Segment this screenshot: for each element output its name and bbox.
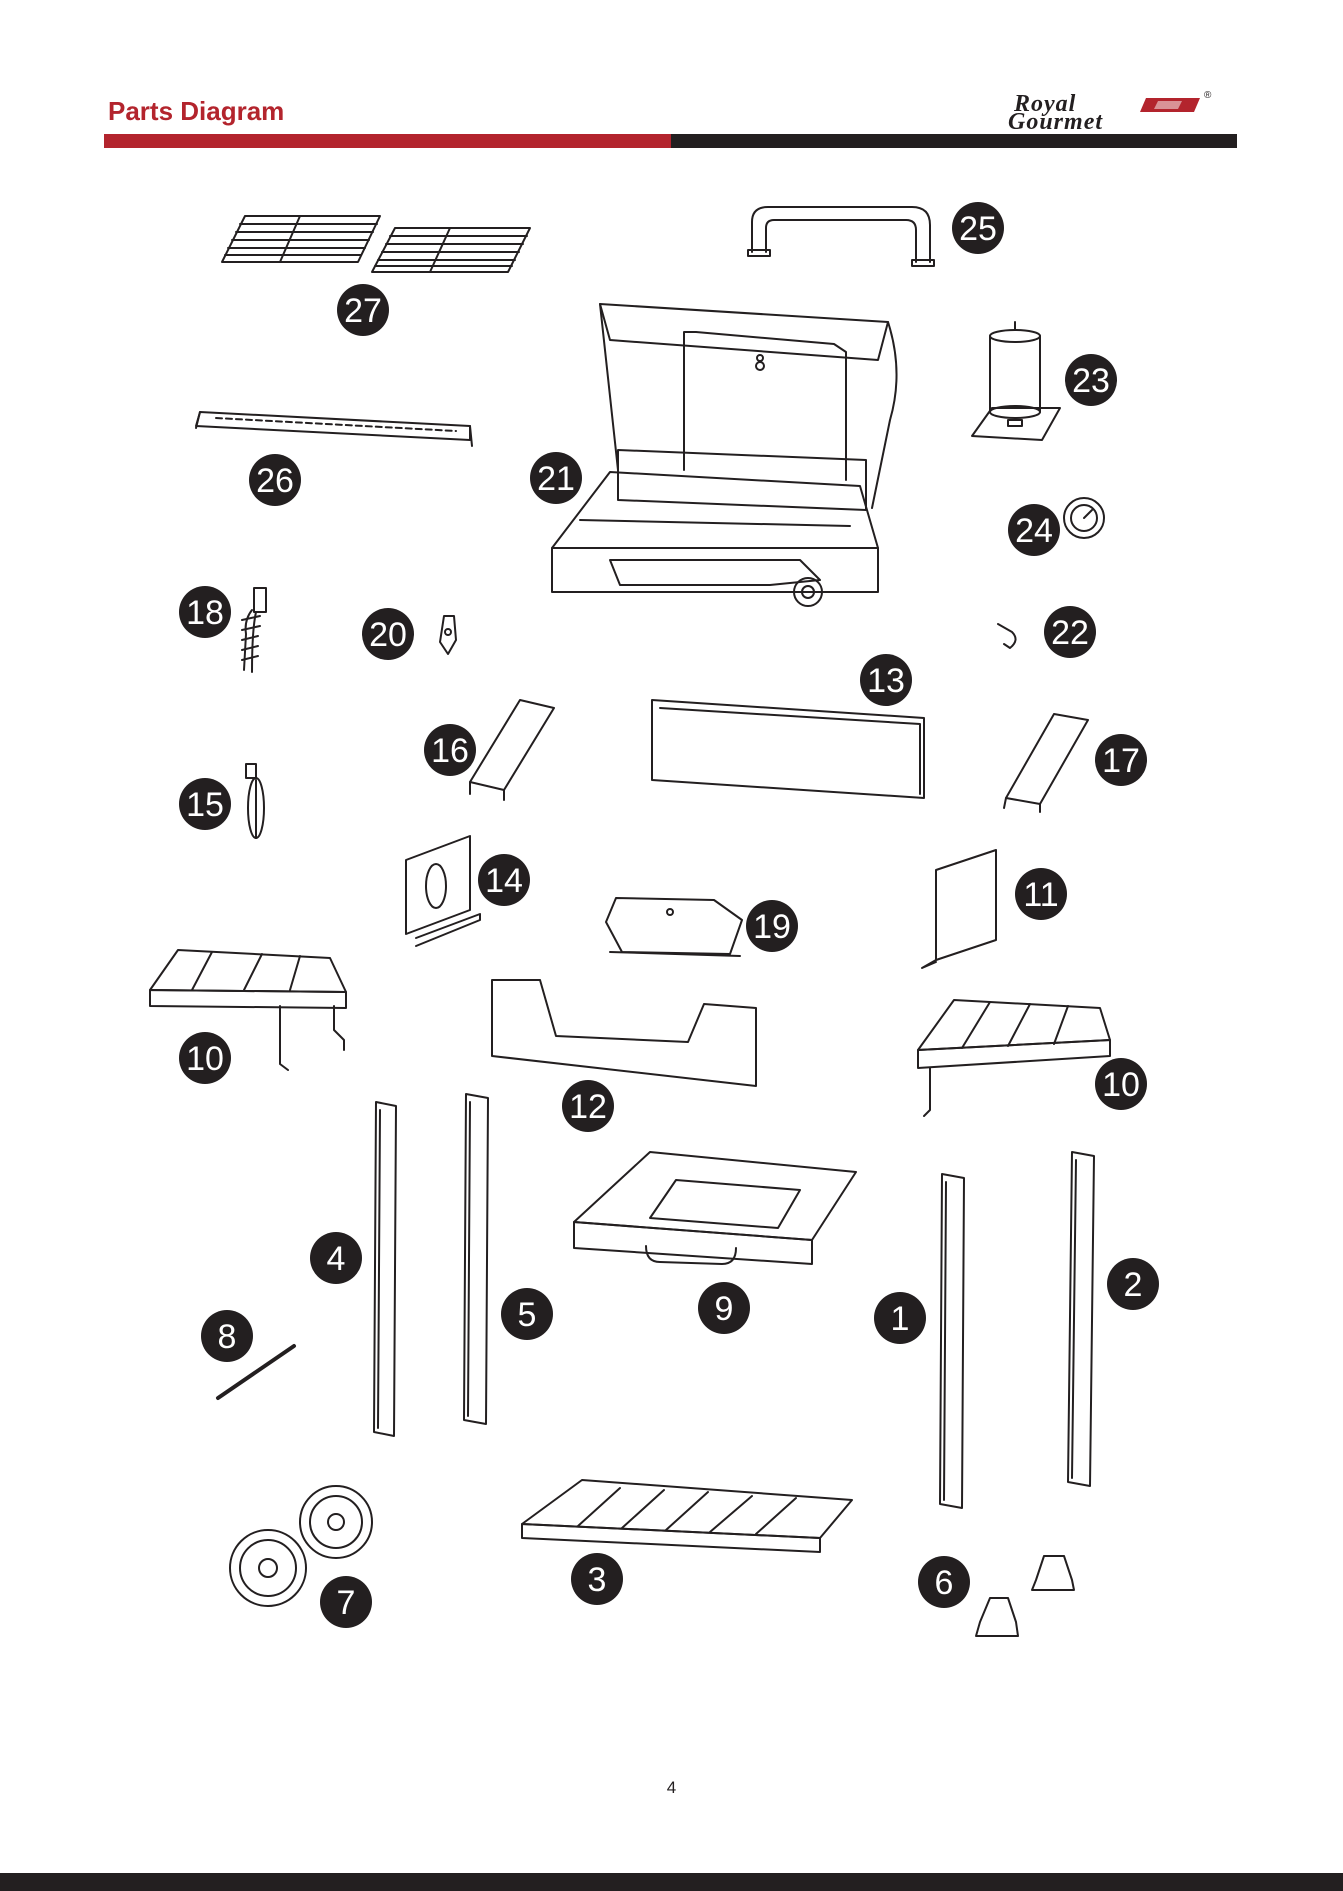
- callout-15: 15: [179, 778, 231, 830]
- grease-cup-icon: [972, 322, 1060, 440]
- grease-tray-icon: [574, 1152, 856, 1264]
- callout-25: 25: [952, 202, 1004, 254]
- side-panel-left-icon: [406, 836, 480, 946]
- footer-bar: [0, 1873, 1343, 1891]
- callout-13: 13: [860, 654, 912, 706]
- callout-17: 17: [1095, 734, 1147, 786]
- callout-label: 16: [431, 732, 469, 770]
- callout-label: 13: [867, 662, 905, 700]
- heat-shield-icon: [606, 898, 742, 956]
- callout-16: 16: [424, 724, 476, 776]
- callout-18: 18: [179, 586, 231, 638]
- callout-label: 18: [186, 594, 224, 632]
- callout-label: 4: [327, 1240, 346, 1278]
- bottle-opener-icon: [440, 616, 456, 654]
- thermometer-icon: [1064, 498, 1104, 538]
- leg-4-icon: [374, 1102, 396, 1436]
- callout-label: 15: [186, 786, 224, 824]
- callout-14: 14: [478, 854, 530, 906]
- side-shelf-left-icon: [150, 950, 346, 1070]
- page-number: 4: [0, 1778, 1343, 1798]
- callout-label: 8: [218, 1318, 237, 1356]
- callout-7: 7: [320, 1576, 372, 1628]
- callout-label: 10: [1102, 1066, 1140, 1104]
- callout-24: 24: [1008, 504, 1060, 556]
- leg-1-icon: [940, 1174, 964, 1508]
- callout-6: 6: [918, 1556, 970, 1608]
- regulator-hose-icon: [242, 588, 266, 672]
- callout-4: 4: [310, 1232, 362, 1284]
- callout-label: 6: [935, 1564, 954, 1602]
- callout-label: 20: [369, 616, 407, 654]
- callout-label: 5: [518, 1296, 537, 1334]
- callout-19: 19: [746, 900, 798, 952]
- callout-9: 9: [698, 1282, 750, 1334]
- hook-icon: [998, 624, 1016, 648]
- panel-bracket-right-icon: [1004, 714, 1088, 812]
- callout-label: 7: [337, 1584, 356, 1622]
- callout-10-right: 10: [1095, 1058, 1147, 1110]
- callout-2: 2: [1107, 1258, 1159, 1310]
- callout-26: 26: [249, 454, 301, 506]
- callout-3: 3: [571, 1553, 623, 1605]
- callout-10-left: 10: [179, 1032, 231, 1084]
- callout-label: 11: [1023, 876, 1058, 914]
- callout-label: 14: [485, 862, 523, 900]
- callout-label: 27: [344, 292, 382, 330]
- callout-5: 5: [501, 1288, 553, 1340]
- callout-12: 12: [562, 1080, 614, 1132]
- callout-label: 26: [256, 462, 294, 500]
- callout-label: 17: [1102, 742, 1140, 780]
- callout-23: 23: [1065, 354, 1117, 406]
- front-panel-icon: [492, 980, 756, 1086]
- leg-5-icon: [464, 1094, 488, 1424]
- side-panel-right-icon: [922, 850, 996, 968]
- callout-label: 21: [537, 460, 575, 498]
- back-panel-icon: [652, 700, 924, 798]
- callout-label: 12: [569, 1088, 607, 1126]
- callout-label: 19: [753, 908, 791, 946]
- lid-handle-icon: [748, 207, 934, 266]
- callout-label: 22: [1051, 614, 1089, 652]
- callout-27: 27: [337, 284, 389, 336]
- callout-label: 9: [715, 1290, 734, 1328]
- panel-bracket-left-icon: [470, 700, 554, 800]
- callout-label: 10: [186, 1040, 224, 1078]
- warming-rack-icon: [196, 412, 472, 446]
- callout-1: 1: [874, 1292, 926, 1344]
- ignition-wire-icon: [246, 764, 264, 838]
- callout-label: 2: [1124, 1266, 1143, 1304]
- callout-label: 23: [1072, 362, 1110, 400]
- callout-label: 1: [891, 1300, 910, 1338]
- side-shelf-right-icon: [918, 1000, 1110, 1116]
- callout-20: 20: [362, 608, 414, 660]
- callout-11: 11: [1015, 868, 1067, 920]
- callout-label: 3: [588, 1561, 607, 1599]
- callout-label: 25: [959, 210, 997, 248]
- firebox-lid-icon: [552, 304, 897, 606]
- cooking-grate-right-icon: [372, 228, 530, 272]
- leg-caps-icon: [976, 1556, 1074, 1636]
- cooking-grate-left-icon: [222, 216, 380, 262]
- leg-2-icon: [1068, 1152, 1094, 1486]
- callout-label: 24: [1015, 512, 1053, 550]
- callout-22: 22: [1044, 606, 1096, 658]
- callout-8: 8: [201, 1310, 253, 1362]
- bottom-shelf-icon: [522, 1480, 852, 1552]
- callout-21: 21: [530, 452, 582, 504]
